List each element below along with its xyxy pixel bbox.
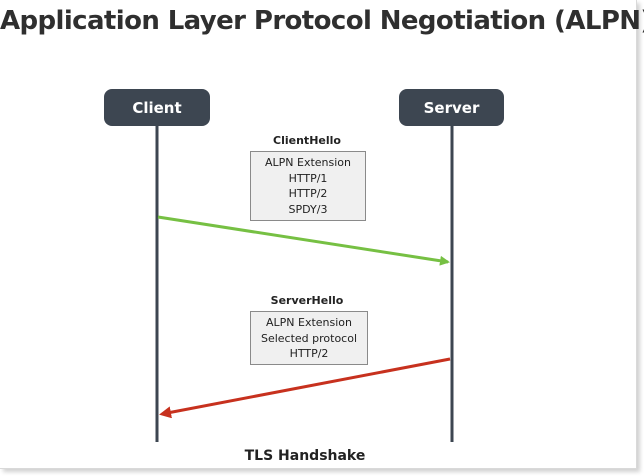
client-hello-line: SPDY/3	[288, 202, 328, 216]
server-hello-box: ALPN Extension Selected protocol HTTP/2	[250, 311, 368, 365]
diagram-frame	[0, 0, 637, 469]
server-hello-line: ALPN Extension	[265, 316, 352, 329]
client-actor: Client	[104, 89, 210, 126]
client-hello-label: ClientHello	[273, 134, 341, 147]
server-hello-line: Selected protocol	[260, 331, 358, 345]
diagram-title: Application Layer Protocol Negotiation (…	[0, 6, 644, 36]
client-hello-line: ALPN Extension	[264, 156, 351, 169]
server-hello-label: ServerHello	[270, 294, 344, 307]
client-hello-box: ALPN Extension HTTP/1 HTTP/2 SPDY/3	[250, 151, 366, 221]
client-hello-arrow	[157, 215, 450, 266]
server-actor: Server	[399, 89, 504, 126]
server-hello-arrow	[159, 357, 451, 419]
client-hello-line: HTTP/1	[288, 171, 328, 185]
client-hello-line: HTTP/2	[288, 187, 328, 200]
server-hello-line: HTTP/2	[289, 347, 329, 360]
footer-caption: TLS Handshake	[244, 448, 366, 464]
